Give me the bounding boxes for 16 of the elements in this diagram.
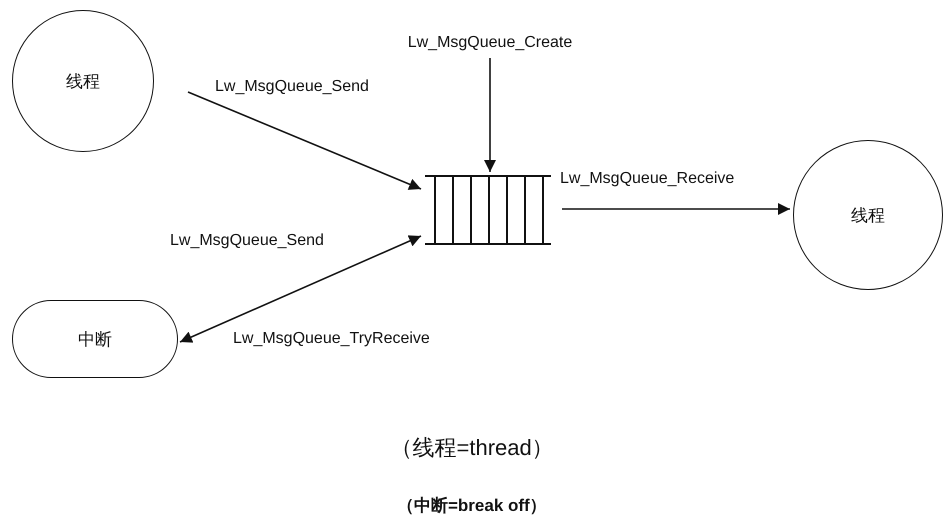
node-label: 线程 [851, 204, 885, 226]
thread-circle [793, 140, 943, 290]
edge-label: Lw_MsgQueue_Receive [558, 170, 736, 188]
queue-drawing [425, 175, 551, 245]
edge-label: Lw_MsgQueue_Send [168, 232, 326, 250]
node-label: 线程 [66, 70, 100, 92]
function-name-text: Lw_MsgQueue_Create [380, 30, 600, 56]
thread-circle [12, 10, 154, 152]
arrow [180, 235, 422, 343]
node-label: 中断 [78, 328, 112, 350]
edge-label: Lw_MsgQueue_Send [213, 78, 371, 96]
function-label: Lw_MsgQueue_TryReceive [231, 330, 432, 348]
arrow [562, 203, 790, 215]
interrupt-node [12, 300, 178, 378]
arrow [484, 58, 496, 172]
arrow [188, 91, 422, 190]
